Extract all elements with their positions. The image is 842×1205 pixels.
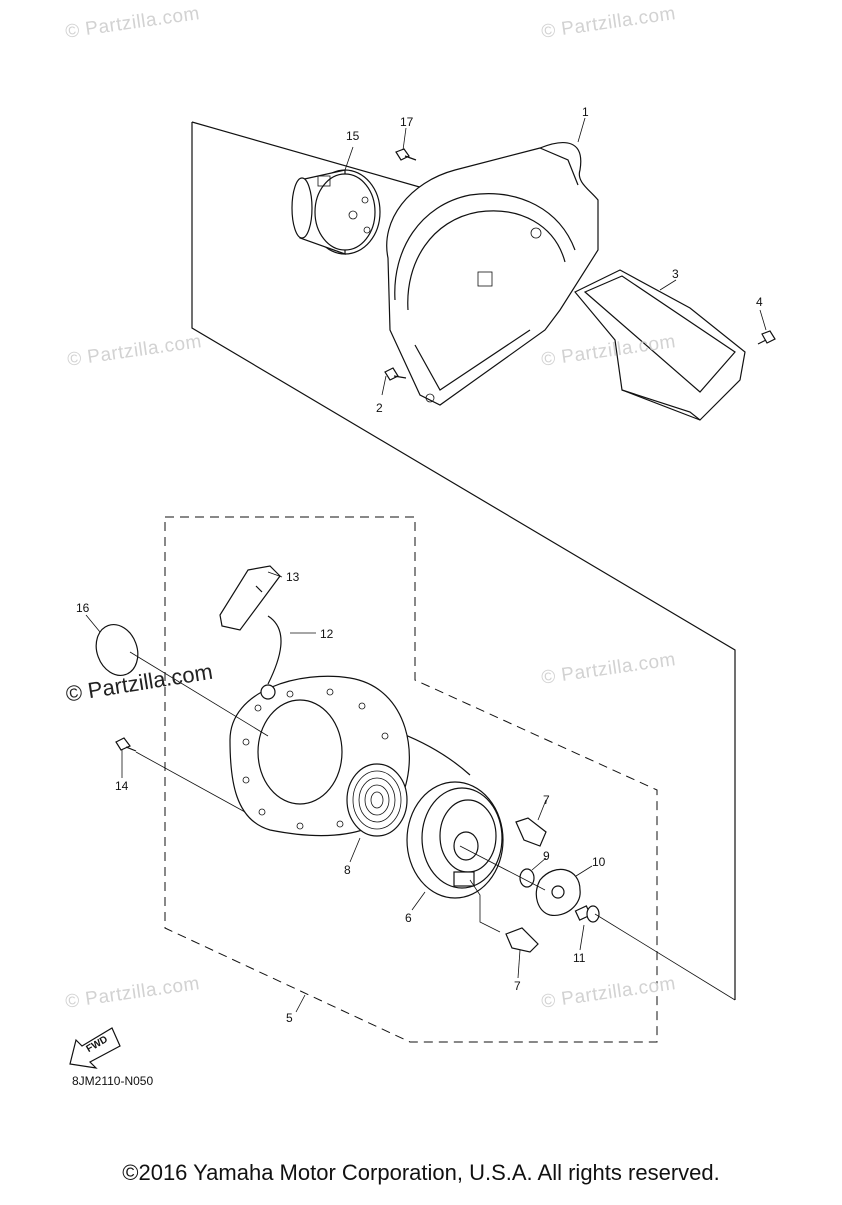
leader-1 xyxy=(577,117,586,143)
leader-13 xyxy=(267,571,283,578)
callout-7-lower: 7 xyxy=(514,979,521,993)
callout-11: 11 xyxy=(573,951,586,965)
callout-8: 8 xyxy=(344,863,351,877)
callout-15: 15 xyxy=(346,129,360,143)
callout-12: 12 xyxy=(320,627,334,641)
leader-4 xyxy=(759,309,767,331)
assembly-boundary-line xyxy=(191,122,736,1000)
callout-10: 10 xyxy=(592,855,606,869)
part-10-plate xyxy=(535,868,581,917)
leader-2 xyxy=(381,375,387,396)
callout-4: 4 xyxy=(756,295,763,309)
part-3-duct xyxy=(574,269,746,421)
part-13-handle xyxy=(219,565,281,631)
part-6-pulley xyxy=(406,781,504,899)
explosion-line-11 xyxy=(594,913,736,1001)
part-4-bolt xyxy=(757,330,776,345)
callout-2: 2 xyxy=(376,401,383,415)
leader-3 xyxy=(659,279,677,291)
callout-5: 5 xyxy=(286,1011,293,1025)
callout-9: 9 xyxy=(543,849,550,863)
leader-6 xyxy=(411,891,426,911)
callout-7-upper: 7 xyxy=(543,793,550,807)
callout-14: 14 xyxy=(115,779,129,793)
part-15-cup xyxy=(291,169,381,255)
callout-3: 3 xyxy=(672,267,679,281)
callout-16: 16 xyxy=(76,601,90,615)
fwd-arrow-icon xyxy=(69,1027,121,1069)
callout-6: 6 xyxy=(405,911,412,925)
part-11-screw xyxy=(574,905,600,923)
explosion-line-14 xyxy=(135,751,246,813)
leader-7a xyxy=(537,799,547,821)
callout-1: 1 xyxy=(582,105,589,119)
starter-assembly-dashed-box xyxy=(164,516,658,1043)
drawing-code: 8JM2110-N050 xyxy=(72,1074,154,1088)
part-7-pawl-lower xyxy=(505,927,539,953)
part-14-bolt xyxy=(115,737,137,752)
part-17-bolt xyxy=(395,148,417,161)
assembly-boundary-line-top xyxy=(191,121,431,191)
part-12-rope xyxy=(267,615,282,685)
callout-13: 13 xyxy=(286,570,300,584)
leader-16 xyxy=(85,614,101,633)
part-7-pawl-upper xyxy=(515,817,547,847)
leader-10 xyxy=(575,865,593,877)
leader-17 xyxy=(402,127,407,151)
explosion-line-16 xyxy=(129,651,269,737)
part-16-cap xyxy=(95,624,139,676)
part-2-bolt xyxy=(384,367,407,381)
leader-7b xyxy=(517,949,521,979)
leader-9 xyxy=(531,857,547,871)
copyright-notice: ©2016 Yamaha Motor Corporation, U.S.A. A… xyxy=(122,1160,720,1185)
explosion-line-pawl xyxy=(469,879,501,933)
callout-17: 17 xyxy=(400,115,414,129)
leader-15 xyxy=(344,146,354,171)
part-1-housing xyxy=(386,141,599,406)
part-8-spring xyxy=(346,763,408,837)
leader-5 xyxy=(295,994,306,1013)
explosion-line-shaft xyxy=(459,845,546,891)
leader-8 xyxy=(349,837,361,863)
leader-11 xyxy=(579,924,585,951)
